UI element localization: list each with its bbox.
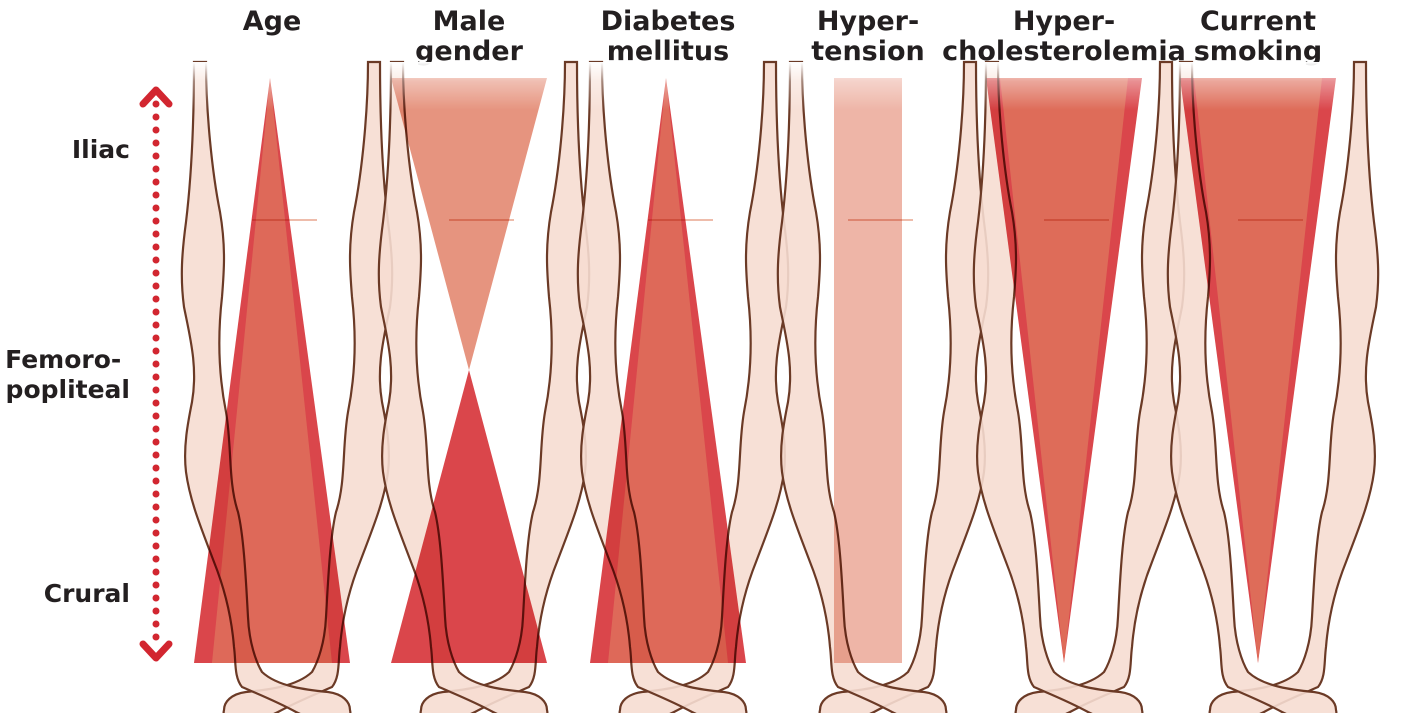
axis-arrow-down-icon [143, 644, 169, 658]
factor-title-4: Hyper-cholesterolemia [942, 6, 1186, 67]
level-label-crural: Crural [44, 579, 130, 608]
factor-column-3: Hyper-tension [778, 6, 988, 713]
factor-title-3: Hyper-tension [811, 6, 925, 67]
level-label-femoropopliteal: Femoro- popliteal [5, 345, 130, 404]
level-label-iliac: Iliac [72, 135, 130, 164]
factor-column-0: Age [182, 6, 392, 713]
factor-title-0: Age [243, 6, 302, 37]
factor-column-4: Hyper-cholesterolemia [942, 6, 1186, 713]
level-axis [143, 90, 169, 658]
